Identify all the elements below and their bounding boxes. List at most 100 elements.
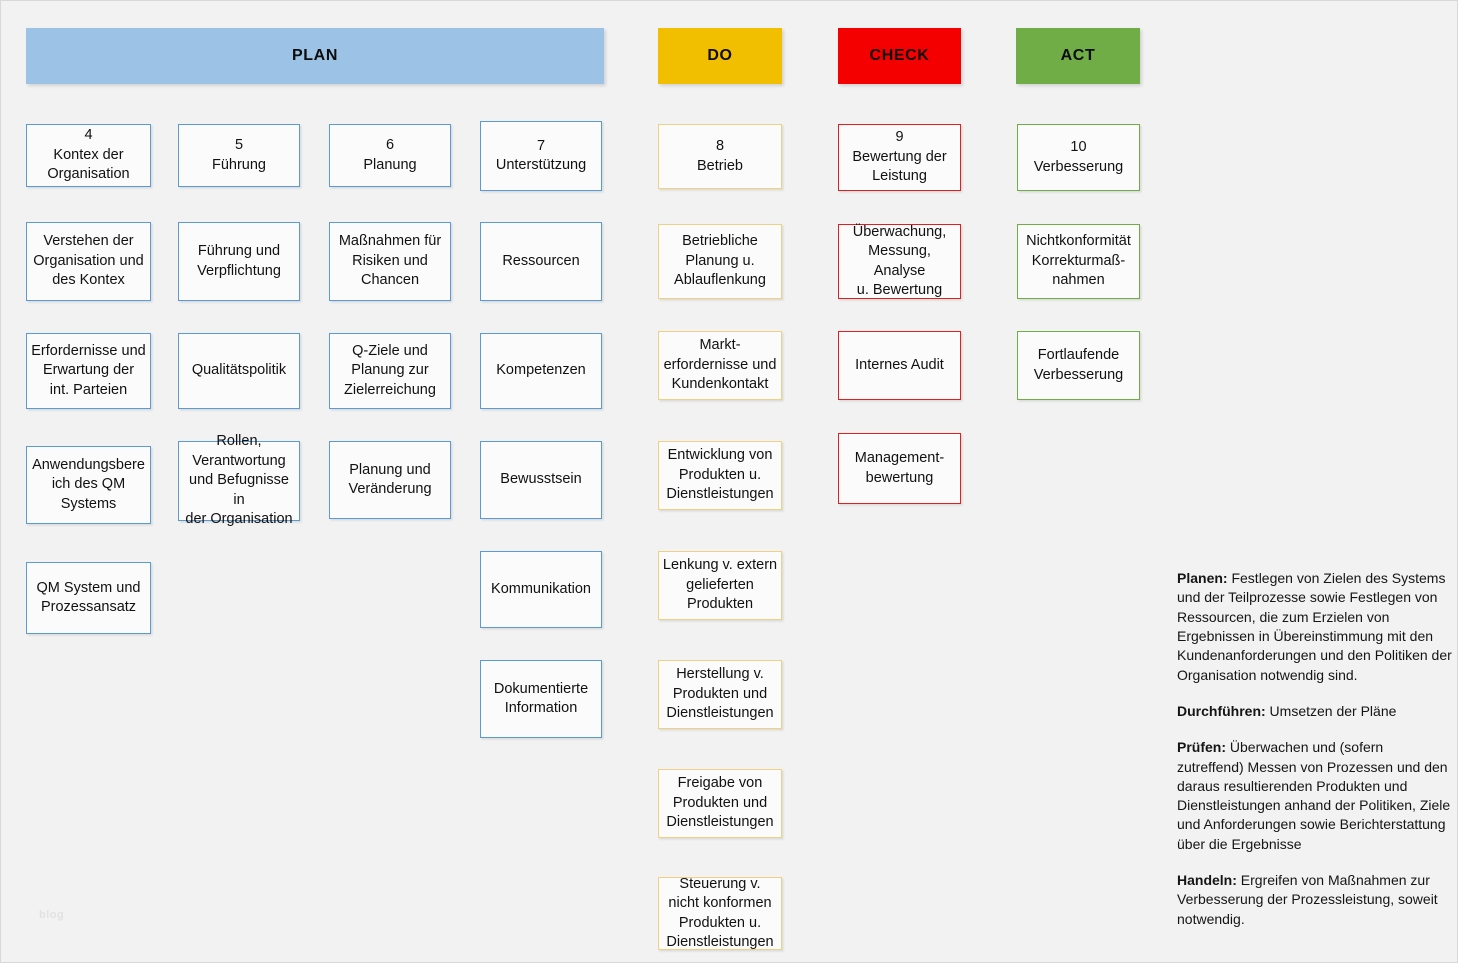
process-box-title: Bewusstsein — [500, 471, 582, 488]
process-box-title: Steuerung v. nicht konformen Produkten u… — [666, 875, 774, 950]
process-box-plan-support-2[interactable]: Ressourcen — [480, 222, 602, 301]
process-box-content: Führung und Verpflichtung — [197, 242, 281, 281]
process-box-plan-support-6[interactable]: Dokumentierte Information — [480, 660, 602, 738]
process-box-do-operation-2[interactable]: Betriebliche Planung u. Ablauflenkung — [658, 224, 782, 299]
process-box-plan-context-2[interactable]: Verstehen der Organisation und des Konte… — [26, 222, 151, 301]
process-box-title: Bewertung der Leistung — [852, 148, 947, 185]
process-box-title: Kompetenzen — [496, 362, 586, 379]
phase-header-check[interactable]: CHECK — [838, 28, 961, 84]
process-box-content: Lenkung v. extern gelieferten Produkten — [663, 556, 777, 614]
process-box-title: Führung und Verpflichtung — [197, 243, 281, 279]
process-box-content: Steuerung v. nicht konformen Produkten u… — [666, 875, 773, 953]
process-box-title: Markt- erfordernisse und Kundenkontakt — [663, 337, 777, 393]
legend-paragraph-1: Planen: Festlegen von Zielen des Systems… — [1177, 569, 1453, 685]
process-box-title: Kommunikation — [491, 580, 591, 597]
process-box-plan-context-4[interactable]: Anwendungsbere ich des QM Systems — [26, 446, 151, 524]
process-box-plan-context-3[interactable]: Erfordernisse und Erwartung der int. Par… — [26, 333, 151, 409]
phase-header-do[interactable]: DO — [658, 28, 782, 84]
process-box-content: Qualitätspolitik — [192, 361, 286, 380]
process-box-title: Herstellung v. Produkten und Dienstleist… — [666, 666, 774, 722]
process-box-content: Internes Audit — [855, 356, 944, 375]
process-box-title: Verstehen der Organisation und des Konte… — [33, 233, 144, 289]
process-box-title: Ressourcen — [502, 252, 580, 269]
process-box-content: Ressourcen — [502, 252, 579, 271]
process-box-do-operation-4[interactable]: Entwicklung von Produkten u. Dienstleist… — [658, 441, 782, 510]
process-box-do-operation-8[interactable]: Steuerung v. nicht konformen Produkten u… — [658, 875, 782, 953]
legend-term: Prüfen: — [1177, 739, 1226, 756]
process-box-plan-leadership-4[interactable]: Rollen, Verantwortung und Befugnisse in … — [178, 433, 300, 527]
process-box-plan-support-4[interactable]: Bewusstsein — [480, 441, 602, 519]
process-box-content: Kompetenzen — [496, 361, 585, 380]
process-box-content: QM System und Prozessansatz — [37, 579, 141, 618]
process-box-content: Bewusstsein — [500, 470, 581, 489]
phase-header-label: CHECK — [869, 47, 930, 64]
process-box-title: Entwicklung von Produkten u. Dienstleist… — [666, 447, 774, 503]
process-box-act-improvement-3[interactable]: Fortlaufende Verbesserung — [1017, 331, 1140, 400]
legend-text: Ergreifen von Maßnahmen zur Verbesserung… — [1177, 872, 1438, 927]
process-box-do-operation-3[interactable]: Markt- erfordernisse und Kundenkontakt — [658, 331, 782, 400]
process-box-title: Freigabe von Produkten und Dienstleistun… — [666, 775, 774, 831]
process-box-plan-context-5[interactable]: QM System und Prozessansatz — [26, 562, 151, 634]
process-box-number: 8 — [715, 138, 725, 155]
process-box-number: 4 — [84, 127, 93, 144]
process-box-check-performance-3[interactable]: Internes Audit — [838, 331, 961, 400]
process-box-check-performance-2[interactable]: Überwachung, Messung, Analyse u. Bewertu… — [838, 224, 961, 299]
phase-header-label: ACT — [1060, 47, 1096, 64]
process-box-number: 6 — [385, 137, 395, 154]
process-box-plan-planning-2[interactable]: Maßnahmen für Risiken und Chancen — [329, 222, 451, 301]
process-box-plan-planning-3[interactable]: Q-Ziele und Planung zur Zielerreichung — [329, 333, 451, 409]
process-box-content: Freigabe von Produkten und Dienstleistun… — [666, 774, 773, 832]
legend-paragraph-3: Prüfen: Überwachen und (sofern zutreffen… — [1177, 738, 1453, 854]
process-box-do-operation-6[interactable]: Herstellung v. Produkten und Dienstleist… — [658, 660, 782, 729]
phase-header-act[interactable]: ACT — [1016, 28, 1140, 84]
process-box-title: Rollen, Verantwortung und Befugnisse in … — [185, 433, 293, 528]
process-box-content: Management- bewertung — [855, 449, 944, 488]
process-box-title: Anwendungsbere ich des QM Systems — [32, 456, 145, 512]
process-box-title: Fortlaufende Verbesserung — [1033, 347, 1124, 383]
process-box-plan-support-5[interactable]: Kommunikation — [480, 551, 602, 628]
legend-paragraph-2: Durchführen: Umsetzen der Pläne — [1177, 702, 1453, 721]
process-box-title: Dokumentierte Information — [493, 680, 589, 716]
process-box-number: 5 — [234, 137, 244, 154]
process-box-plan-leadership-2[interactable]: Führung und Verpflichtung — [178, 222, 300, 301]
process-box-check-performance-4[interactable]: Management- bewertung — [838, 433, 961, 504]
phase-header-label: PLAN — [292, 47, 338, 64]
legend-term: Durchführen: — [1177, 702, 1266, 719]
phase-header-label: DO — [707, 47, 733, 64]
process-box-title: Planung und Veränderung — [348, 461, 432, 497]
process-box-plan-planning-4[interactable]: Planung und Veränderung — [329, 441, 451, 519]
process-box-content: Überwachung, Messung, Analyse u. Bewertu… — [842, 223, 957, 301]
legend-text: Festlegen von Zielen des Systems und der… — [1177, 570, 1452, 683]
phase-header-plan[interactable]: PLAN — [26, 28, 604, 84]
process-box-content: Maßnahmen für Risiken und Chancen — [339, 232, 441, 290]
process-box-plan-support-3[interactable]: Kompetenzen — [480, 333, 602, 409]
process-box-title: Internes Audit — [855, 356, 944, 373]
process-box-do-operation-7[interactable]: Freigabe von Produkten und Dienstleistun… — [658, 769, 782, 838]
process-box-number: 7 — [536, 137, 546, 154]
process-box-content: Markt- erfordernisse und Kundenkontakt — [664, 336, 777, 394]
legend-text: Umsetzen der Pläne — [1265, 702, 1397, 719]
process-box-content: Rollen, Verantwortung und Befugnisse in … — [182, 432, 296, 529]
process-box-content: Q-Ziele und Planung zur Zielerreichung — [344, 342, 436, 400]
process-box-title: QM System und Prozessansatz — [36, 579, 141, 615]
process-box-content: Herstellung v. Produkten und Dienstleist… — [666, 665, 773, 723]
process-box-title: Betrieb — [697, 157, 743, 174]
process-box-do-operation-5[interactable]: Lenkung v. extern gelieferten Produkten — [658, 551, 782, 620]
process-box-content: Verstehen der Organisation und des Konte… — [33, 232, 143, 290]
process-box-act-improvement-2[interactable]: Nichtkonformität Korrekturmaß- nahmen — [1017, 224, 1140, 299]
process-box-plan-leadership-3[interactable]: Qualitätspolitik — [178, 333, 300, 409]
